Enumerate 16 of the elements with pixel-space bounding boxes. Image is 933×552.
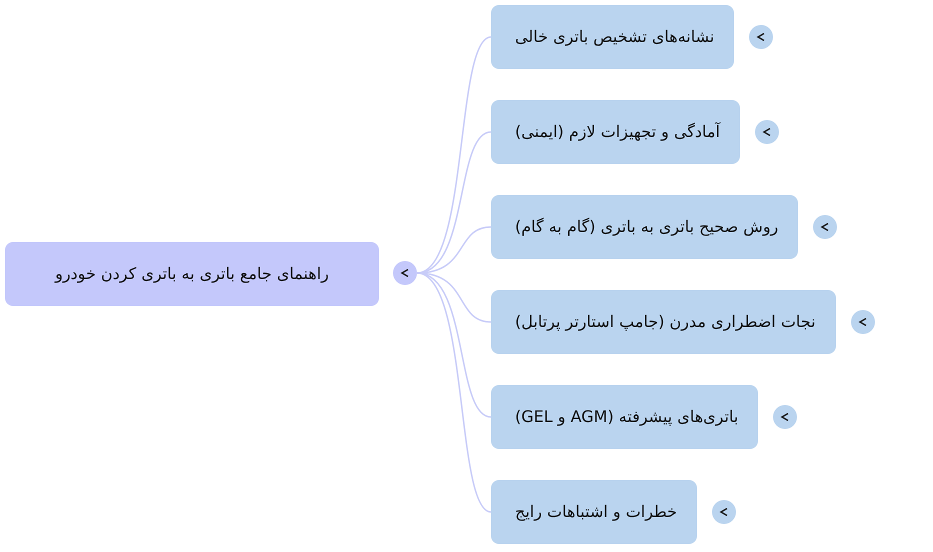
connector-line — [416, 226, 492, 274]
node-label: روش صحیح باتری به باتری (گام به گام) — [515, 216, 778, 238]
node-label: خطرات و اشتباهات رایج — [515, 501, 678, 523]
subtopic-box — [491, 290, 836, 354]
root-topic-box — [5, 242, 379, 306]
node-label: نجات اضطراری مدرن (جامپ استارتر پرتابل) — [515, 311, 816, 333]
subtopic-box — [491, 385, 758, 449]
node-label: آمادگی و تجهیزات لازم (ایمنی) — [515, 121, 720, 143]
node-label: نشانه‌های تشخیص باتری خالی — [515, 26, 714, 48]
node-label: باتری‌های پیشرفته (AGM و GEL) — [515, 406, 738, 428]
subtopic-box — [491, 100, 740, 164]
node-label: راهنمای جامع باتری به باتری کردن خودرو — [55, 263, 329, 285]
subtopic-box — [491, 5, 734, 69]
subtopic-box — [491, 195, 798, 259]
subtopic-box — [491, 480, 698, 544]
collapse-toggle-icon — [393, 261, 417, 285]
